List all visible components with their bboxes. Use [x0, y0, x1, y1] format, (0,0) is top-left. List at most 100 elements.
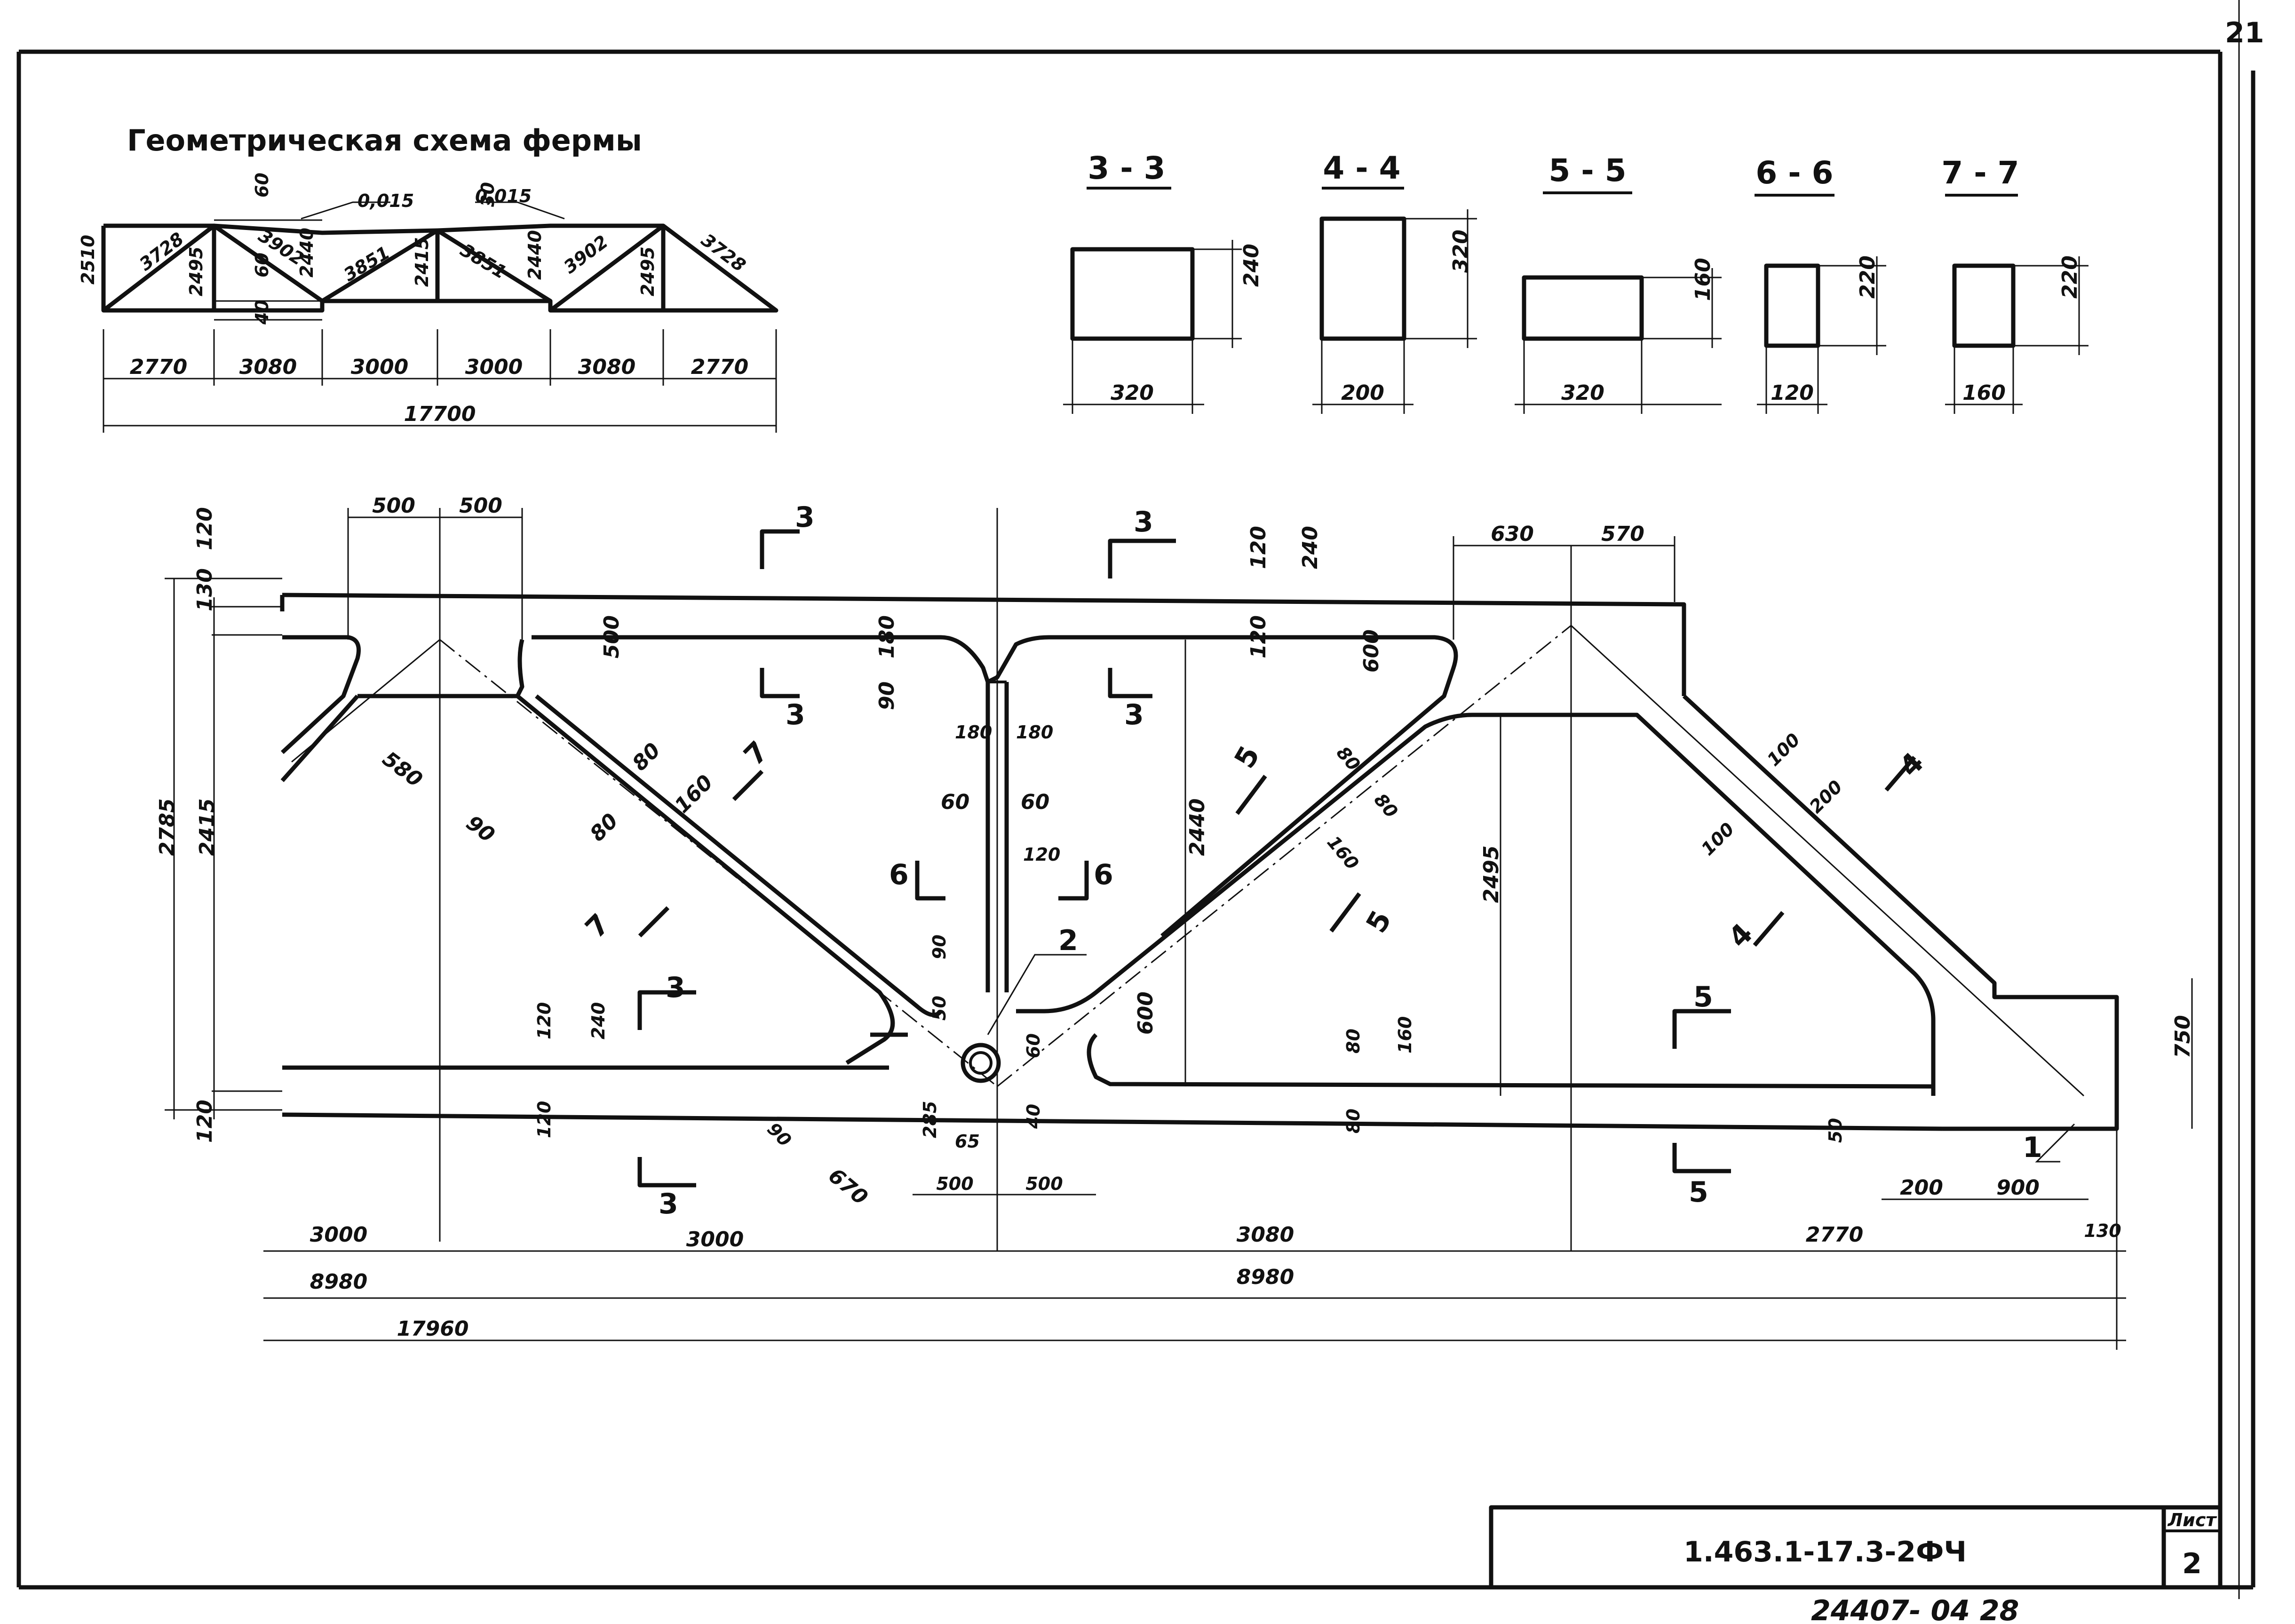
truss-elevation [165, 508, 2119, 1251]
truss-chord-dim-600: 600 [1359, 629, 1383, 673]
bottom-dim-285: 285 [920, 1101, 940, 1138]
scheme-member-4: 3851 [457, 239, 510, 283]
web-dim-80b: 80 [586, 809, 623, 846]
section-3-3-height: 240 [1239, 244, 1263, 287]
web-dim-90a: 90 [461, 811, 499, 848]
panel-dim-1: 3000 [310, 1223, 367, 1247]
section-5-5-label: 5 - 5 [1549, 152, 1626, 189]
web-dim-90b: 90 [929, 935, 950, 959]
scheme-height-6: 2495 [637, 246, 658, 296]
scheme-panel-2: 3080 [239, 355, 297, 379]
web-dim-160b: 160 [1323, 832, 1363, 874]
sheet-frame: 21 [16, 0, 2264, 1599]
cut-mark-3e: 3 [666, 971, 685, 1004]
title-block: 1.463.1-17.3-2ФЧ Лист 2 [1489, 1505, 2223, 1590]
section-6-6-height: 220 [1856, 255, 1880, 299]
truss-left-dim-120b: 120 [193, 1100, 217, 1143]
web-dim-180a: 180 [955, 722, 992, 743]
web-dim-60c: 60 [1023, 1033, 1044, 1058]
truss-total: 17960 [397, 1317, 469, 1341]
bottom-dim-900: 900 [1996, 1176, 2040, 1200]
section-6-6-label: 6 - 6 [1755, 155, 1833, 191]
truss-chord-dim-240: 240 [1298, 526, 1322, 569]
truss-chord-dim-180: 180 [875, 615, 899, 658]
bottom-dim-240: 240 [588, 1002, 609, 1039]
bottom-dim-200: 200 [1900, 1176, 1943, 1200]
cut-mark-4b: 4 [1722, 917, 1759, 954]
sheet-number: 2 [2182, 1547, 2202, 1580]
bottom-dim-80a: 80 [1343, 1029, 1364, 1054]
bottom-dim-65: 65 [955, 1131, 980, 1152]
bottom-dim-120a: 120 [534, 1002, 555, 1039]
scheme-total: 17700 [404, 402, 476, 426]
corner-mark: 21 [2225, 16, 2264, 49]
cut-mark-7b: 7 [579, 908, 616, 945]
bottom-dim-130: 130 [2084, 1220, 2121, 1241]
web-dim-80d: 80 [1370, 790, 1402, 822]
cut-mark-5c: 5 [1228, 740, 1266, 774]
section-7-7-label: 7 - 7 [1941, 155, 2019, 191]
drawing-designation: 1.463.1-17.3-2ФЧ [1684, 1536, 1967, 1569]
section-3-3-width: 320 [1111, 381, 1154, 405]
truss-height-2440: 2440 [1185, 799, 1209, 856]
cut-mark-5d: 5 [1360, 905, 1398, 938]
section-4-4-label: 4 - 4 [1323, 150, 1400, 186]
web-dim-80a: 80 [628, 738, 665, 776]
cut-mark-3a: 3 [795, 501, 815, 534]
truss-chord-dim-90: 90 [875, 681, 899, 710]
section-3-3-label: 3 - 3 [1088, 150, 1165, 186]
section-4-4-height: 320 [1449, 230, 1473, 273]
truss-top-dim-4: 570 [1601, 522, 1644, 546]
callouts: 2 1 [987, 924, 2075, 1164]
geometric-scheme: Геометрическая схема фермы 3728 3902 385… [78, 123, 778, 433]
panel-dim-3: 3080 [1237, 1223, 1294, 1247]
section-5-5-height: 160 [1691, 258, 1715, 301]
truss-height-2495: 2495 [1479, 846, 1503, 903]
web-dim-580: 580 [378, 747, 427, 792]
truss-left-dim-120: 120 [193, 507, 217, 550]
bottom-dim-600: 600 [1134, 991, 1158, 1035]
panel-dim-2: 3000 [686, 1228, 744, 1252]
section-marks: 3 3 3 3 3 3 5 5 5 5 6 6 7 7 4 4 [579, 501, 1930, 1220]
panel-dim-4: 2770 [1806, 1223, 1863, 1247]
cut-mark-5a: 5 [1693, 981, 1713, 1014]
bottom-dim-120b: 120 [534, 1101, 555, 1138]
scheme-dim-60a: 60 [252, 173, 272, 198]
scheme-dim-60b: 60 [252, 253, 272, 277]
half-dim-right: 8980 [1237, 1265, 1294, 1289]
scheme-panel-3: 3000 [351, 355, 408, 379]
web-dim-100b: 100 [1697, 818, 1738, 859]
truss-height-750: 750 [2171, 1015, 2195, 1058]
scheme-panel-5: 3080 [578, 355, 635, 379]
scheme-panel-6: 2770 [691, 355, 748, 379]
bottom-dim-50: 50 [1825, 1118, 1846, 1143]
section-4-4-width: 200 [1341, 381, 1384, 405]
handwritten-note: 24407- 04 28 [1811, 1594, 2019, 1624]
truss-top-dim-2: 500 [459, 494, 502, 518]
scheme-member-3: 3851 [340, 242, 393, 285]
scheme-height-1: 2510 [78, 235, 98, 285]
scheme-panel-1: 2770 [130, 355, 187, 379]
web-dim-120: 120 [1023, 844, 1060, 865]
bottom-dim-90: 90 [763, 1118, 795, 1151]
section-7-7-width: 160 [1962, 381, 2006, 405]
web-dim-50: 50 [929, 996, 950, 1021]
web-dim-60a: 60 [941, 790, 969, 814]
bottom-dim-500a: 500 [936, 1173, 973, 1194]
web-dim-200: 200 [1805, 776, 1846, 817]
scheme-panel-4: 3000 [465, 355, 523, 379]
section-5-5-width: 320 [1561, 381, 1604, 405]
bottom-dim-500b: 500 [1025, 1173, 1063, 1194]
scheme-height-2: 2495 [186, 246, 206, 296]
scheme-title: Геометрическая схема фермы [127, 123, 642, 158]
truss-chord-dim-120: 120 [1247, 526, 1271, 569]
scheme-height-5: 2440 [524, 230, 545, 280]
truss-chord-dim-500: 500 [600, 615, 624, 658]
cross-sections: 3 - 3 240 320 4 - 4 320 200 5 - 5 160 [1063, 150, 2089, 414]
scheme-height-3: 2440 [296, 228, 317, 277]
truss-dimensions: 500 500 630 570 120 130 2785 2415 120 12… [155, 494, 2195, 1350]
section-7-7-height: 220 [2058, 255, 2082, 299]
cut-mark-5b: 5 [1689, 1176, 1708, 1209]
truss-chord-dim-120b: 120 [1247, 615, 1271, 658]
cut-mark-6a: 6 [889, 858, 909, 891]
